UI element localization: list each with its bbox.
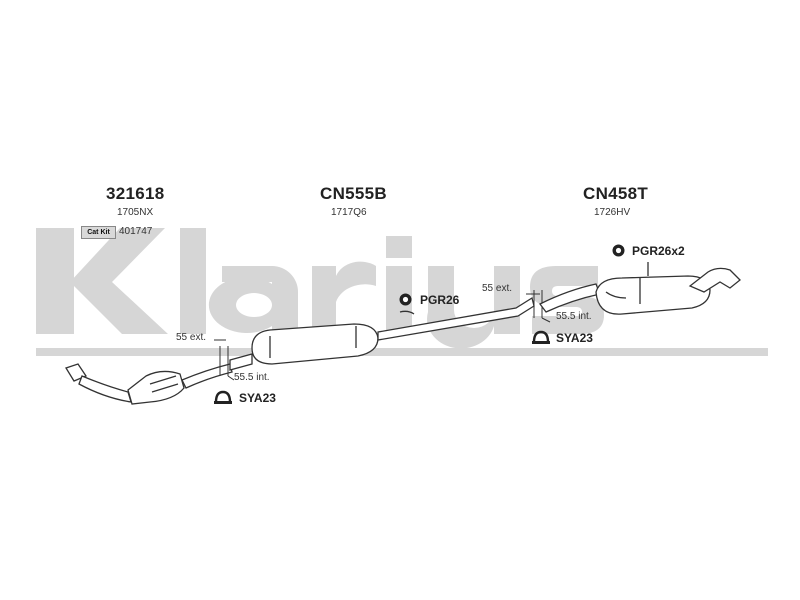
clamp-icon <box>532 330 550 344</box>
section-2-oem-number: 1717Q6 <box>331 207 367 218</box>
rear-int-diameter: 55.5 int. <box>556 311 592 322</box>
centre-silencer <box>229 296 535 371</box>
cat-kit-badge: Cat Kit <box>81 226 116 239</box>
section-1-oem-number: 1705NX <box>117 207 154 218</box>
front-int-diameter: 55.5 int. <box>234 372 270 383</box>
catalytic-converter <box>65 363 233 405</box>
section-3-part-code: CN458T <box>583 184 649 203</box>
hanger-mid-label: PGR26 <box>420 293 460 307</box>
rubber-hanger-icon <box>612 244 625 257</box>
rear-silencer <box>539 262 741 315</box>
hanger-rear-label: PGR26x2 <box>632 244 685 258</box>
section-2-part-code: CN555B <box>320 184 387 203</box>
cat-kit-number: 401747 <box>119 226 153 237</box>
rear-ext-diameter: 55 ext. <box>482 283 513 294</box>
clamp-front-label: SYA23 <box>239 391 276 405</box>
section-3-oem-number: 1726HV <box>594 207 631 218</box>
clamp-rear-label: SYA23 <box>556 331 593 345</box>
rubber-hanger-icon <box>399 293 412 306</box>
front-ext-diameter: 55 ext. <box>176 332 207 343</box>
clamp-icon <box>214 390 232 404</box>
front-joint <box>214 339 235 381</box>
section-1-part-code: 321618 <box>106 184 165 203</box>
